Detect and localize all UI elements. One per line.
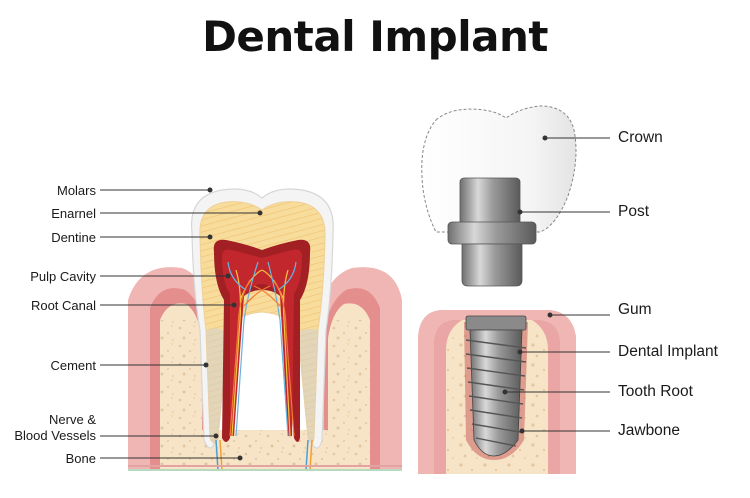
label-gum: Gum [618, 301, 652, 318]
dental-implant-screw [465, 315, 527, 457]
label-nerve-line2: Blood Vessels [14, 428, 96, 443]
label-nerve-line1: Nerve & [49, 412, 96, 427]
label-dental-implant: Dental Implant [618, 343, 718, 360]
nerves-vessels [227, 261, 297, 437]
label-tooth-root: Tooth Root [618, 383, 693, 400]
page-title: Dental Implant [202, 12, 548, 61]
label-enamel: Enarnel [51, 206, 96, 221]
leader-lines [100, 135, 610, 461]
label-bone: Bone [65, 451, 96, 466]
label-crown: Crown [618, 129, 663, 146]
label-dentine: Dentine [51, 230, 96, 245]
implant-illustration [418, 105, 577, 474]
label-cement: Cement [50, 358, 96, 373]
label-root-canal: Root Canal [30, 298, 96, 313]
natural-tooth-illustration [128, 188, 402, 471]
label-post: Post [618, 203, 650, 220]
label-molars: Molars [56, 183, 96, 198]
label-pulp-cavity: Pulp Cavity [30, 269, 96, 284]
label-nerve-blood-vessels: Nerve & Blood Vessels [4, 412, 96, 444]
label-jawbone: Jawbone [618, 422, 681, 439]
